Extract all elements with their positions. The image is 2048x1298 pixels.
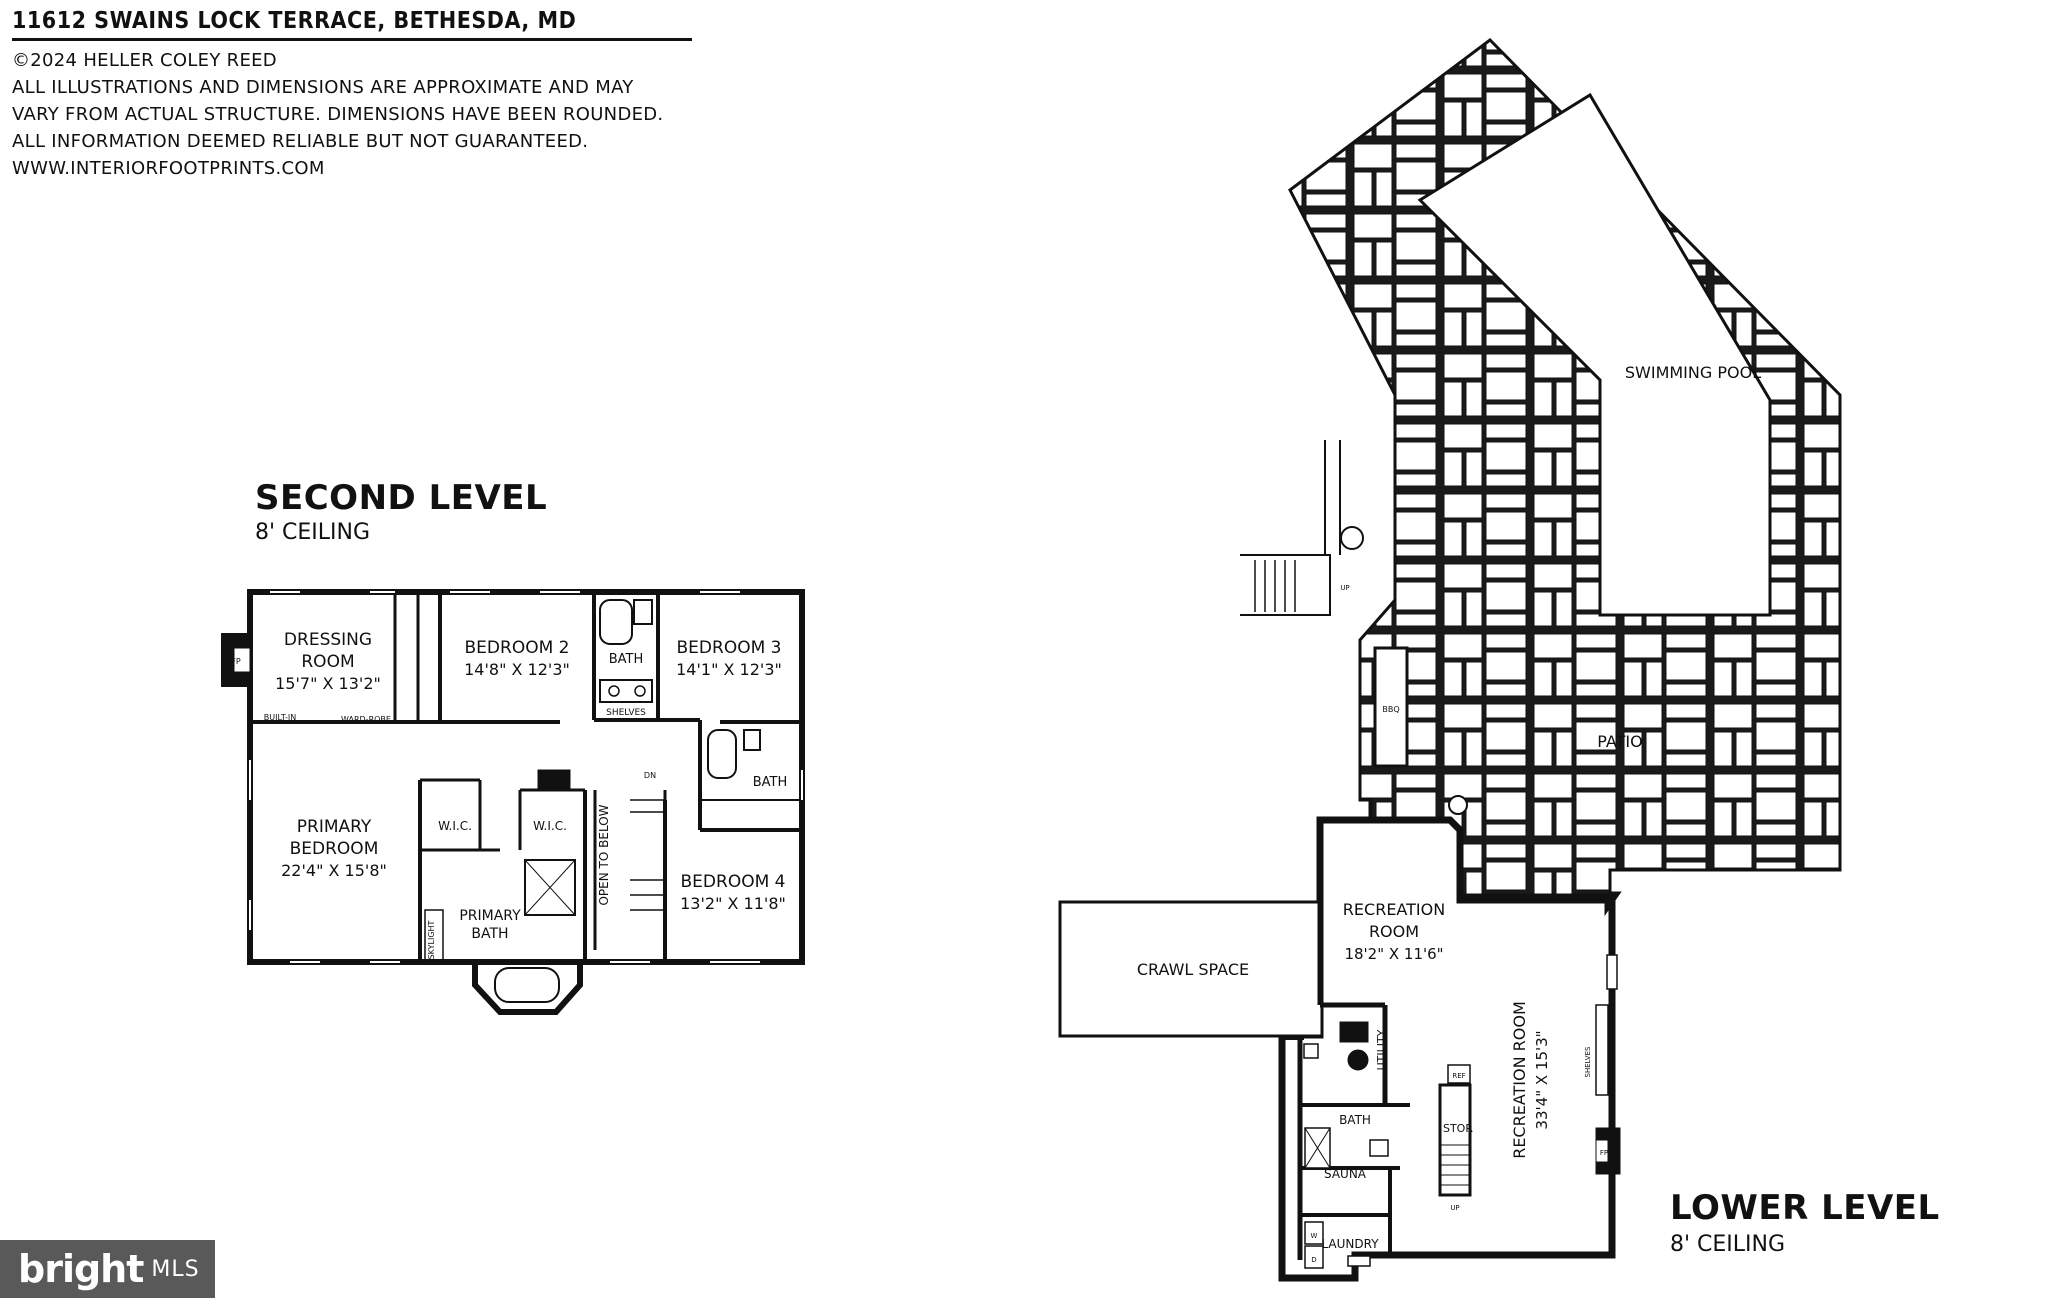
- lower-level-title: LOWER LEVEL: [1670, 1188, 1940, 1228]
- second-level-plan: [221, 589, 805, 1015]
- lower-level-ceiling: 8' CEILING: [1670, 1232, 1786, 1257]
- utility-label: UTILITY: [1375, 1029, 1388, 1070]
- bbq-counter: [1373, 646, 1409, 768]
- primary-bath-label-2: BATH: [471, 926, 508, 942]
- stairs-up-label: UP: [1450, 1204, 1459, 1212]
- recreation-room-2-dim: 33'4" X 15'3": [1533, 1030, 1551, 1129]
- website-line: WWW.INTERIORFOOTPRINTS.COM: [12, 158, 325, 179]
- stairs-down-label: DN: [644, 771, 656, 780]
- bay-window: [472, 962, 583, 1015]
- lower-bath-label: BATH: [1339, 1113, 1371, 1127]
- patio-label: PATIO: [1597, 732, 1642, 751]
- dressing-room-label-2: ROOM: [301, 652, 354, 672]
- dressing-room-label: DRESSING: [284, 630, 372, 650]
- shelves-lower-label: SHELVES: [1584, 1046, 1592, 1077]
- bright-mls-watermark: bright MLS: [0, 1240, 215, 1298]
- bbq-label: BBQ: [1382, 705, 1399, 714]
- second-level-ceiling: 8' CEILING: [255, 520, 371, 545]
- header-block: 11612 SWAINS LOCK TERRACE, BETHESDA, MD …: [12, 8, 692, 182]
- bedroom-3-label: BEDROOM 3: [677, 638, 782, 658]
- shelves-label: SHELVES: [606, 708, 646, 718]
- dressing-room-dim: 15'7" X 13'2": [275, 674, 381, 693]
- lower-fp-label: FP: [1600, 1149, 1608, 1157]
- storage-label: STOR: [1443, 1122, 1473, 1135]
- fp-label: FP: [231, 657, 241, 666]
- chimney: [537, 769, 571, 791]
- open-to-below-label: OPEN TO BELOW: [597, 804, 611, 905]
- shower: [524, 859, 576, 916]
- brand-name: bright: [18, 1247, 144, 1291]
- copyright-line: ©2024 HELLER COLEY REED: [12, 50, 277, 71]
- lower-level-plan: [1058, 38, 1842, 1282]
- washer-label: W: [1311, 1232, 1318, 1240]
- planter-2: [1448, 795, 1468, 815]
- bedroom-2-dim: 14'8" X 12'3": [464, 660, 570, 679]
- recreation-room-dim: 18'2" X 11'6": [1344, 945, 1443, 963]
- lower-level-outline: [1278, 816, 1622, 1282]
- recreation-room-2-label: RECREATION ROOM: [1510, 1001, 1529, 1159]
- bedroom-3-dim: 14'1" X 12'3": [676, 660, 782, 679]
- primary-bedroom-label: PRIMARY: [297, 817, 372, 837]
- brand-suffix: MLS: [151, 1256, 200, 1282]
- stair-storage: [1438, 1083, 1472, 1197]
- soaking-tub: [494, 967, 560, 1003]
- bath-label: BATH: [609, 652, 644, 667]
- crawl-space-label: CRAWL SPACE: [1137, 960, 1249, 979]
- up-label: UP: [1340, 584, 1349, 592]
- swimming-pool: [1417, 92, 1772, 617]
- disclaimer-line: ALL ILLUSTRATIONS AND DIMENSIONS ARE APP…: [12, 77, 634, 98]
- property-address: 11612 SWAINS LOCK TERRACE, BETHESDA, MD: [12, 8, 692, 41]
- bath-2-label: BATH: [753, 775, 788, 790]
- built-in-label: BUILT-IN: [264, 713, 296, 722]
- laundry-label: LAUNDRY: [1321, 1237, 1379, 1251]
- recreation-room-label-2: ROOM: [1369, 922, 1419, 941]
- disclaimer: ©2024 HELLER COLEY REED ALL ILLUSTRATION…: [12, 47, 692, 182]
- primary-bedroom-label-2: BEDROOM: [290, 839, 379, 859]
- second-level-title: SECOND LEVEL: [255, 478, 548, 518]
- dryer-label: D: [1311, 1256, 1316, 1264]
- crawl-space: [1058, 900, 1324, 1038]
- bedroom-4-label: BEDROOM 4: [681, 872, 786, 892]
- bedroom-2-label: BEDROOM 2: [465, 638, 570, 658]
- skylight-label: SKYLIGHT: [427, 920, 436, 959]
- wardrobe-label: WARD-ROBE: [341, 715, 391, 724]
- disclaimer-line: ALL INFORMATION DEEMED RELIABLE BUT NOT …: [12, 131, 589, 152]
- steps: [1240, 554, 1331, 616]
- recreation-room-label: RECREATION: [1343, 900, 1445, 919]
- ref-label: REF: [1452, 1072, 1465, 1080]
- wic-1-label: W.I.C.: [438, 819, 472, 833]
- sauna-label: SAUNA: [1324, 1167, 1367, 1181]
- wic-2-label: W.I.C.: [533, 819, 567, 833]
- primary-bath-label: PRIMARY: [459, 908, 521, 924]
- planter: [1340, 526, 1364, 550]
- disclaimer-line: VARY FROM ACTUAL STRUCTURE. DIMENSIONS H…: [12, 104, 664, 125]
- bedroom-4-dim: 13'2" X 11'8": [680, 894, 786, 913]
- primary-bedroom-dim: 22'4" X 15'8": [281, 861, 387, 880]
- pool-label: SWIMMING POOL: [1625, 363, 1761, 382]
